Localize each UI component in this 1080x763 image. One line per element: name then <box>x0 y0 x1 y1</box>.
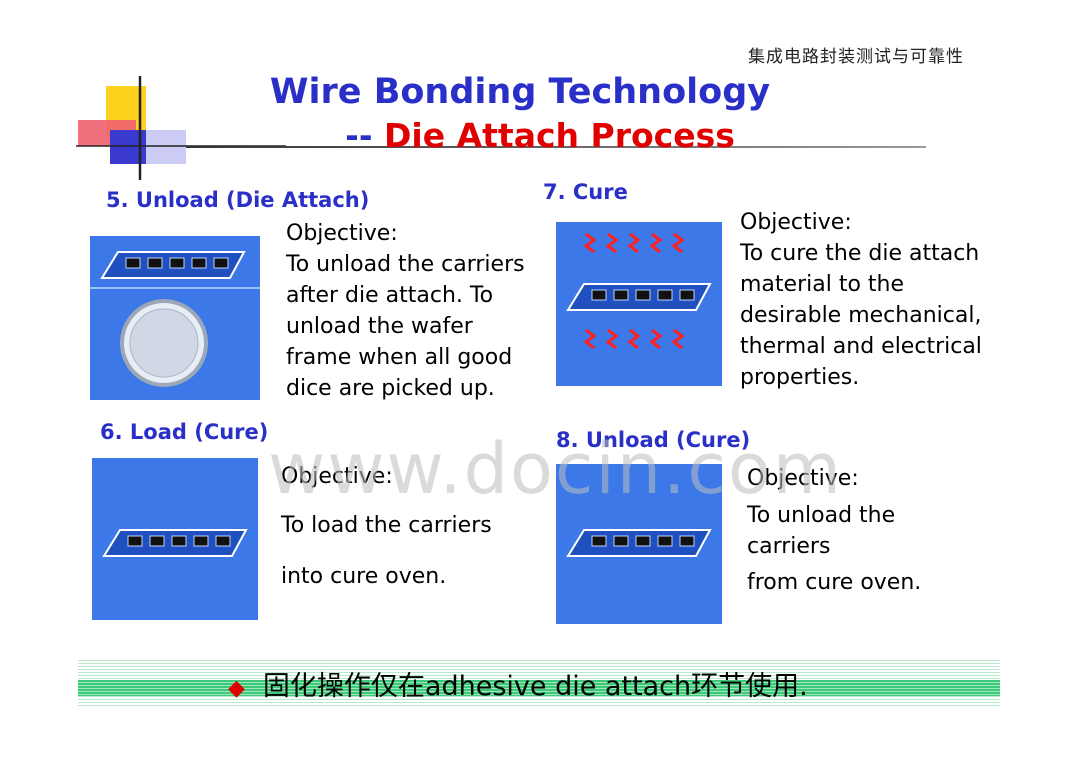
section-6-heading: 6. Load (Cure) <box>100 420 269 444</box>
section-7-heading: 7. Cure <box>543 180 628 204</box>
section-6-line2: into cure oven. <box>281 564 447 589</box>
section-5-description: Objective: To unload the carriers after … <box>286 221 525 401</box>
section-8-objective: Objective: <box>747 466 859 491</box>
unload-die-attach-illustration <box>90 236 260 400</box>
diamond-bullet-icon: ◆ <box>228 676 245 701</box>
watermark: www.docin.com <box>268 428 843 510</box>
footer-note-text: 固化操作仅在adhesive die attach环节使用. <box>262 671 808 702</box>
section-8-line1: To unload the carriers <box>747 503 896 559</box>
footer-bar <box>78 658 1000 708</box>
section-8-line2: from cure oven. <box>747 570 922 595</box>
footer-note: ◆ 固化操作仅在adhesive die attach环节使用. <box>228 664 808 703</box>
subtitle-process: Die Attach Process <box>384 116 735 155</box>
title-underline <box>186 146 926 148</box>
course-title: 集成电路封装测试与可靠性 <box>748 47 964 67</box>
load-cure-illustration <box>92 458 258 620</box>
slide-title: Wire Bonding Technology <box>269 72 771 112</box>
section-5-heading: 5. Unload (Die Attach) <box>106 188 370 212</box>
cure-illustration <box>556 222 722 386</box>
subtitle-dash: -- <box>345 116 373 155</box>
unload-cure-illustration <box>556 464 722 624</box>
section-7-description: Objective: To cure the die attach materi… <box>740 210 982 390</box>
section-8-heading: 8. Unload (Cure) <box>556 428 751 452</box>
section-6-line1: To load the carriers <box>281 513 492 538</box>
slide-subtitle: -- Die Attach Process <box>0 116 1080 155</box>
section-6-objective: Objective: <box>281 464 393 489</box>
